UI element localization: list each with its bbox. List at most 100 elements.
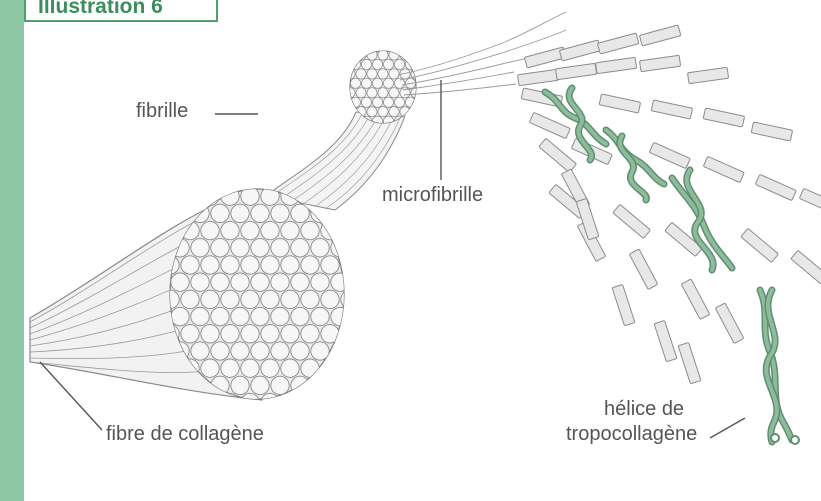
- cross-section-circle: [331, 307, 349, 325]
- cross-section-circle: [181, 393, 199, 411]
- cross-section-circle: [251, 204, 269, 222]
- cross-section-circle: [221, 290, 239, 308]
- tropocollagen-molecule: [703, 156, 744, 182]
- cross-section-circle: [394, 97, 404, 107]
- cross-section-circle: [350, 59, 360, 69]
- cross-section-circle: [331, 273, 349, 291]
- cross-section-circle: [281, 256, 299, 274]
- cross-section-circle: [389, 88, 399, 98]
- tropocollagen-molecule: [613, 204, 651, 238]
- leader-helice: [710, 418, 745, 438]
- tropocollagen-molecule: [629, 249, 657, 289]
- cross-section-circle: [411, 107, 421, 117]
- cross-section-circle: [221, 256, 239, 274]
- cross-section-circle: [191, 239, 209, 257]
- cross-section-circle: [211, 307, 229, 325]
- cross-section-circle: [321, 221, 339, 239]
- tropocollagen-molecule: [678, 342, 701, 383]
- tropocollagen-molecule: [715, 303, 743, 343]
- cross-section-circle: [389, 69, 399, 79]
- cross-section-circle: [367, 88, 377, 98]
- cross-section-circle: [350, 40, 360, 50]
- cross-section-circle: [372, 40, 382, 50]
- cross-section-circle: [241, 393, 259, 411]
- tropocollagen-molecule: [755, 174, 796, 200]
- cross-section-circle: [339, 59, 349, 69]
- cross-section-circle: [301, 256, 319, 274]
- cross-section-circle: [281, 393, 299, 411]
- cross-section-circle: [221, 359, 239, 377]
- cross-section-circle: [191, 342, 209, 360]
- cross-section-circle: [339, 97, 349, 107]
- cross-section-circle: [261, 325, 279, 343]
- cross-section-circle: [221, 221, 239, 239]
- cross-section-circle: [389, 107, 399, 117]
- cross-section-circle: [394, 40, 404, 50]
- cross-section-circle: [331, 376, 349, 394]
- tropocollagen-molecule: [599, 94, 640, 113]
- tropocollagen-molecule: [517, 69, 558, 85]
- cross-section-circle: [383, 59, 393, 69]
- cross-section-circle: [341, 256, 359, 274]
- cross-section-circle: [271, 342, 289, 360]
- tropocollagen-molecule: [649, 142, 690, 168]
- cross-section-circle: [416, 116, 426, 126]
- cross-section-circle: [301, 221, 319, 239]
- cross-section-circle: [171, 273, 189, 291]
- cross-section-circle: [372, 97, 382, 107]
- cross-section-circle: [251, 239, 269, 257]
- tropocollagen-molecule: [687, 67, 728, 83]
- tropocollagen-molecule: [681, 279, 709, 319]
- cross-section-circle: [271, 239, 289, 257]
- cross-section-circle: [251, 342, 269, 360]
- label-helice-line1: hélice de: [604, 398, 684, 421]
- tropocollagen-molecule: [595, 57, 636, 73]
- cross-section-circle: [367, 69, 377, 79]
- cross-section-circle: [211, 342, 229, 360]
- cross-section-circle: [301, 290, 319, 308]
- cross-section-circle: [201, 325, 219, 343]
- cross-section-circle: [221, 325, 239, 343]
- cross-section-circle: [201, 187, 219, 205]
- cross-section-circle: [231, 342, 249, 360]
- cross-section-circle: [261, 256, 279, 274]
- tropocollagen-molecule: [559, 40, 600, 61]
- cross-section-circle: [151, 204, 169, 222]
- cross-section-circle: [211, 273, 229, 291]
- tropocollagen-molecule: [703, 108, 744, 127]
- tropocollagen-molecule: [639, 55, 680, 71]
- tropocollagen-molecule: [555, 63, 596, 79]
- helix-end-left: [771, 434, 779, 442]
- cross-section-circle: [201, 393, 219, 411]
- cross-section-circle: [191, 170, 209, 188]
- cross-section-circle: [405, 40, 415, 50]
- cross-section-circle: [356, 88, 366, 98]
- cross-section-circle: [311, 307, 329, 325]
- cross-section-circle: [281, 221, 299, 239]
- cross-section-circle: [281, 290, 299, 308]
- cross-section-circle: [321, 393, 339, 411]
- cross-section-circle: [241, 221, 259, 239]
- cross-section-circle: [411, 50, 421, 60]
- tropocollagen-molecule: [799, 188, 821, 214]
- cross-section-circle: [301, 393, 319, 411]
- cross-section-circle: [181, 325, 199, 343]
- cross-section-circle: [350, 78, 360, 88]
- tropocollagen-molecule: [791, 250, 821, 284]
- label-fibrille: fibrille: [136, 100, 188, 123]
- cross-section-circle: [339, 78, 349, 88]
- cross-section-circle: [405, 116, 415, 126]
- label-helice-line2: tropocollagène: [566, 423, 697, 446]
- cross-section-circle: [261, 393, 279, 411]
- cross-section-circle: [181, 187, 199, 205]
- cross-section-circle: [372, 78, 382, 88]
- cross-section-circle: [291, 273, 309, 291]
- cross-section-circle: [361, 78, 371, 88]
- cross-section-circle: [383, 40, 393, 50]
- cross-section-circle: [181, 256, 199, 274]
- cross-section-circle: [400, 107, 410, 117]
- cross-section-circle: [241, 290, 259, 308]
- cross-section-circle: [261, 359, 279, 377]
- cross-section-circle: [191, 307, 209, 325]
- tropocollagen-molecule: [751, 122, 792, 141]
